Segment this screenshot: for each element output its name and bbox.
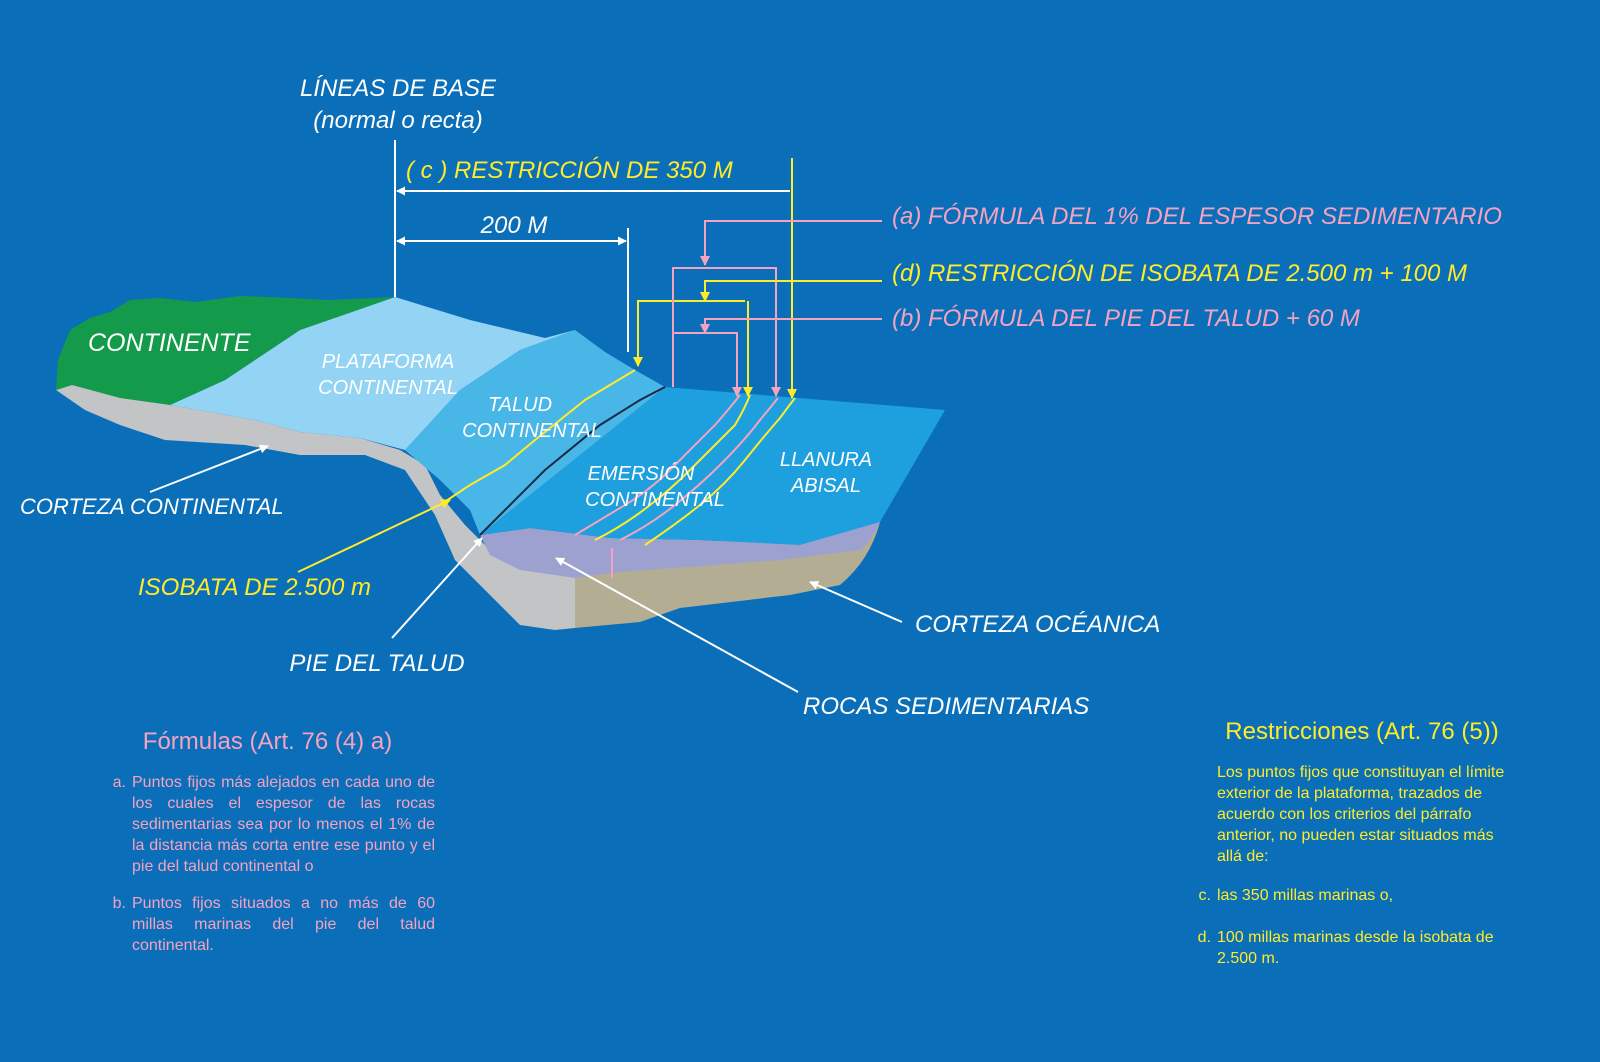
labels: LÍNEAS DE BASE (normal o recta) ( c ) RE… — [20, 75, 1502, 720]
abyssal-plain — [480, 387, 945, 545]
restriction-d-leader — [700, 280, 882, 302]
baselines-subtitle: (normal o recta) — [313, 107, 482, 134]
restriction-item-d: d. 100 millas marinas desde la isobata d… — [1176, 927, 1526, 969]
foot-of-slope-arrow — [391, 537, 483, 639]
sediment-layer — [480, 522, 880, 578]
restrictions-title: Restricciones (Art. 76 (5)) — [1225, 718, 1499, 745]
cross-section — [56, 296, 945, 630]
limit-line-yellow-2 — [644, 397, 796, 546]
isobath-line — [439, 369, 636, 506]
leader-lines — [149, 140, 903, 693]
formula-item-b: b. Puntos fijos situados a no más de 60 … — [100, 893, 435, 956]
formula-item-letter: a. — [112, 774, 126, 791]
continental-shelf — [170, 297, 575, 450]
pie-talud-label: PIE DEL TALUD — [289, 650, 464, 677]
distance-200-label: 200 M — [480, 212, 548, 239]
restriction-350-label: ( c ) RESTRICCIÓN DE 350 M — [406, 157, 733, 184]
isobath-arrow — [297, 499, 451, 573]
formula-item-text: Puntos fijos más alejados en cada uno de… — [132, 774, 435, 875]
sedimentary-rocks-arrow — [555, 557, 799, 693]
talud-label-2: CONTINENTAL — [462, 420, 602, 442]
formula-item-a: a. Puntos fijos más alejados en cada uno… — [100, 772, 435, 877]
limit-line-pink-2 — [619, 397, 779, 541]
plataforma-label-1: PLATAFORMA — [322, 351, 455, 373]
limit-line-yellow-1 — [594, 394, 751, 541]
formulas-panel: Fórmulas (Art. 76 (4) a) a. Puntos fijos… — [100, 728, 435, 956]
continent — [56, 296, 395, 405]
restrictions-panel: Restricciones (Art. 76 (5)) Los puntos f… — [1176, 718, 1548, 969]
formula-item-letter: b. — [112, 895, 126, 912]
emersion-label-2: CONTINENTAL — [585, 489, 725, 511]
continental-crust-arrow — [149, 444, 269, 493]
isobata-label: ISOBATA DE 2.500 m — [138, 574, 371, 601]
baselines-title: LÍNEAS DE BASE — [300, 75, 497, 102]
rocas-sedimentarias-label: ROCAS SEDIMENTARIAS — [803, 693, 1089, 720]
formula-b-bracket — [673, 332, 742, 397]
oceanic-crust-arrow — [809, 581, 903, 623]
llanura-label-1: LLANURA — [780, 449, 872, 471]
restrictions-intro: Los puntos fijos que constituyan el lími… — [1217, 764, 1505, 865]
restriction-item-text: 100 millas marinas desde la isobata de 2… — [1217, 929, 1494, 967]
emersion-label-1: EMERSIÓN — [588, 462, 695, 485]
restriction-item-c: c. las 350 millas marinas o, — [1176, 885, 1516, 906]
foot-of-slope-line — [479, 386, 666, 536]
continental-crust — [56, 385, 575, 630]
continental-slope — [405, 330, 665, 535]
formula-b-label: (b) FÓRMULA DEL PIE DEL TALUD + 60 M — [892, 305, 1360, 332]
limit-line-pink-1 — [574, 394, 741, 536]
corteza-oceanica-label: CORTEZA OCÉANICA — [915, 611, 1160, 638]
formula-item-text: Puntos fijos situados a no más de 60 mil… — [132, 895, 435, 954]
formula-a-bracket — [672, 267, 781, 397]
llanura-label-2: ABISAL — [790, 475, 861, 497]
continente-label: CONTINENTE — [88, 329, 251, 357]
restriction-item-text: las 350 millas marinas o, — [1217, 887, 1394, 904]
restriction-d-label: (d) RESTRICCIÓN DE ISOBATA DE 2.500 m + … — [892, 260, 1467, 287]
formulas-title: Fórmulas (Art. 76 (4) a) — [142, 728, 393, 755]
restriction-item-letter: c. — [1198, 887, 1211, 904]
restriction-item-letter: d. — [1197, 929, 1211, 946]
formula-b-leader — [700, 318, 882, 334]
formula-a-leader — [700, 220, 882, 266]
plataforma-label-2: CONTINENTAL — [318, 377, 458, 399]
corteza-continental-label: CORTEZA CONTINENTAL — [20, 494, 284, 519]
formula-a-label: (a) FÓRMULA DEL 1% DEL ESPESOR SEDIMENTA… — [892, 203, 1502, 230]
talud-label-1: TALUD — [488, 394, 552, 416]
